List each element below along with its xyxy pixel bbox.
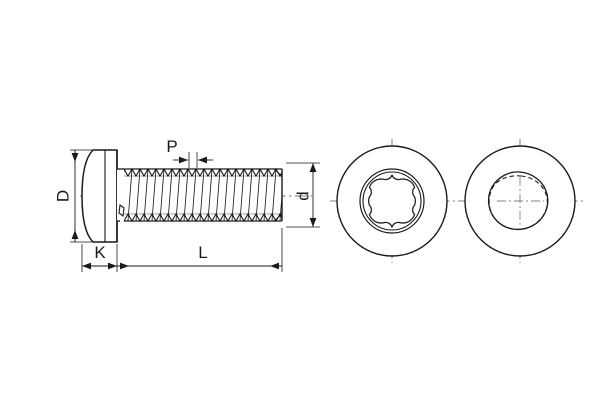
- thread-zigzag-bottom: [124, 212, 282, 222]
- dimension-D: D: [54, 149, 112, 243]
- thread-profile-group: [124, 168, 282, 222]
- top-drive-view: [330, 139, 455, 263]
- dimension-P: P: [166, 137, 213, 168]
- bottom-thread-view: [458, 139, 583, 263]
- trilobular-minor-hidden-outline: [488, 175, 548, 230]
- dimension-K: K: [81, 243, 118, 272]
- thread-runout-notch: [118, 203, 125, 218]
- side-elevation-view: [80, 149, 312, 243]
- torx-star-lobes: [368, 174, 416, 228]
- dimension-d: d: [286, 162, 320, 228]
- dimension-P-label: P: [166, 137, 177, 156]
- screw-head-outline: [81, 149, 118, 243]
- dimension-d-label: d: [294, 191, 313, 200]
- dimension-D-label: D: [54, 190, 73, 202]
- screw-tip-chamfer: [273, 168, 283, 222]
- dimension-L-label: L: [198, 243, 207, 262]
- shank-body: [117, 169, 282, 221]
- thread-flank-lines: [124, 168, 282, 222]
- dimension-L: L: [117, 228, 283, 272]
- dimension-K-label: K: [94, 243, 106, 262]
